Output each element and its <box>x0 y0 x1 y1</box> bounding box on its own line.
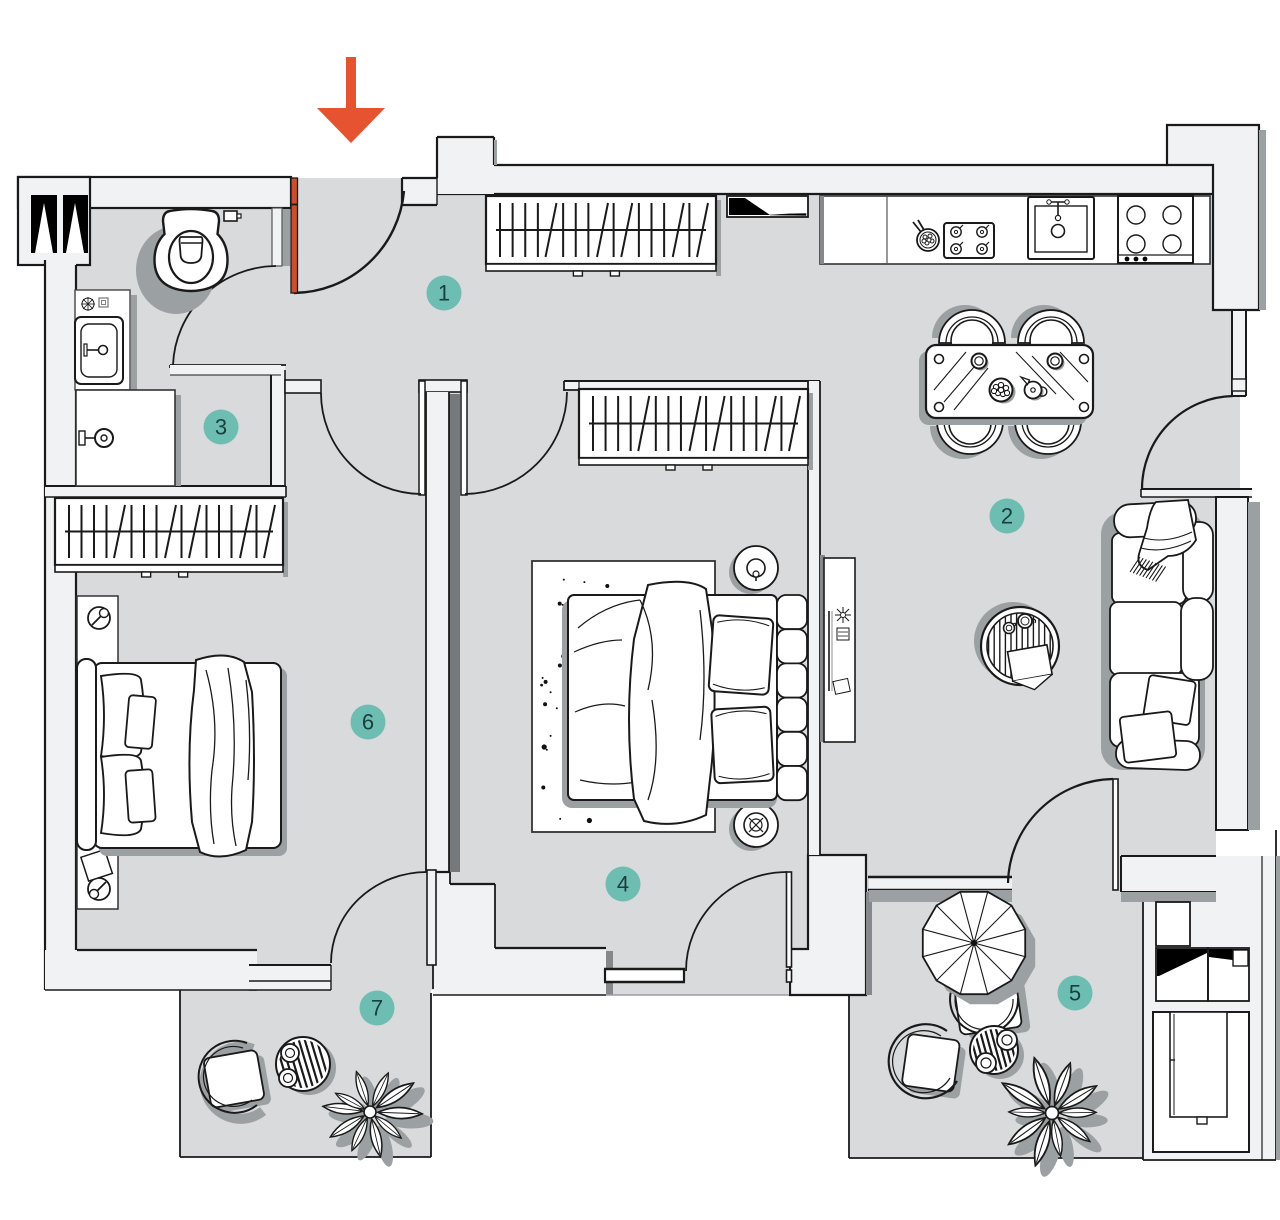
svg-text:6: 6 <box>362 710 374 735</box>
svg-text:5: 5 <box>1069 981 1081 1006</box>
svg-text:4: 4 <box>617 872 629 897</box>
svg-text:7: 7 <box>371 996 383 1021</box>
svg-text:2: 2 <box>1001 504 1013 529</box>
svg-text:1: 1 <box>438 281 450 306</box>
svg-text:3: 3 <box>215 415 227 440</box>
